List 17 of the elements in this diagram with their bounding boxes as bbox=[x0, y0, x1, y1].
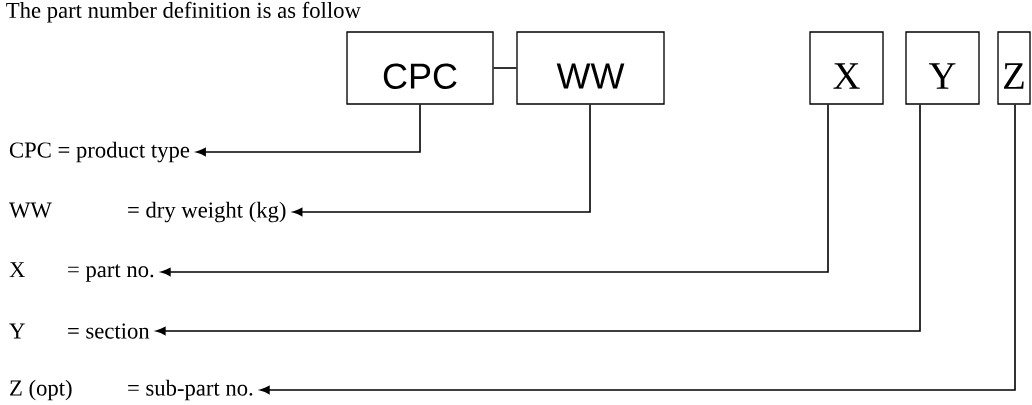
code-box: Y bbox=[905, 31, 980, 105]
definition-text: Y = section bbox=[9, 323, 150, 339]
definition-text: CPC = product type bbox=[9, 141, 190, 163]
code-box: WW bbox=[516, 31, 665, 105]
leader-arrow bbox=[161, 103, 829, 277]
definition-text: X = part no. bbox=[9, 262, 154, 282]
leader-arrow bbox=[196, 103, 421, 157]
leader-arrow bbox=[292, 103, 591, 217]
leader-arrow bbox=[260, 103, 1016, 395]
definition-text: WW = dry weight (kg) bbox=[9, 201, 286, 223]
code-box: Z bbox=[997, 31, 1031, 105]
code-box: X bbox=[809, 31, 884, 105]
connector-line bbox=[492, 67, 518, 69]
definition-text: Z (opt) = sub-part no. bbox=[10, 379, 253, 401]
heading: The part number definition is as follow bbox=[6, 1, 361, 23]
leader-arrow bbox=[156, 103, 921, 336]
code-box: CPC bbox=[346, 31, 494, 105]
